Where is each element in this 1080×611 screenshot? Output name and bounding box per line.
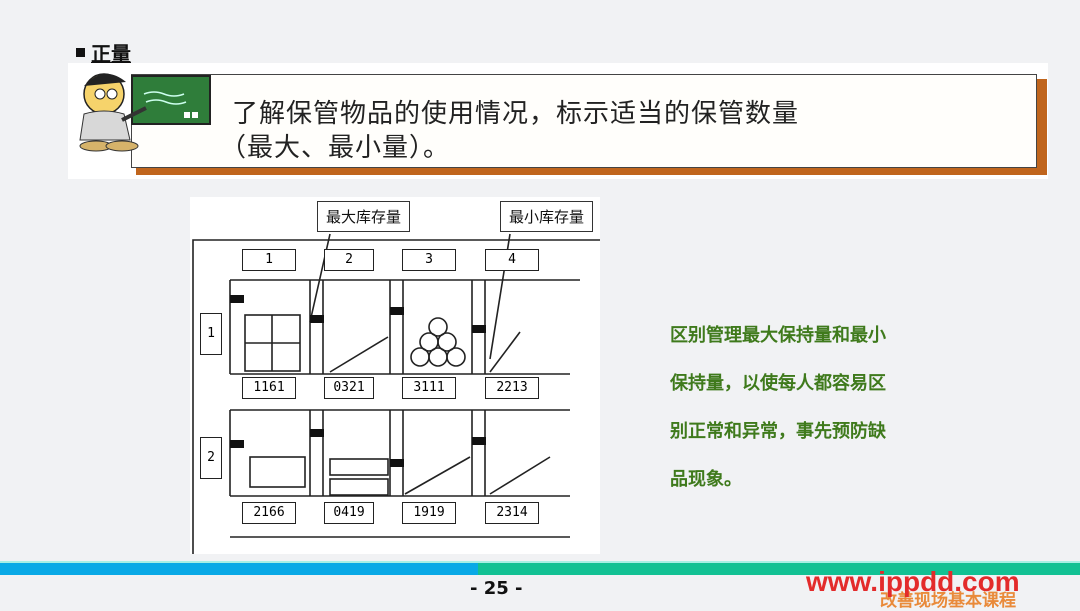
callout-box: 了解保管物品的使用情况，标示适当的保管数量 （最大、最小量）。 (131, 74, 1037, 168)
description-line: 品现象。 (670, 469, 742, 490)
row-label: 1 (200, 313, 222, 355)
watermark: www.ippdd.com (806, 566, 1020, 597)
column-label: 2 (324, 249, 374, 271)
section-heading: 正量 (76, 38, 131, 67)
location-code: 0419 (324, 502, 374, 524)
column-label: 4 (485, 249, 539, 271)
description-line: 区别管理最大保持量和最小 (670, 325, 886, 346)
location-code: 1919 (402, 502, 456, 524)
location-code: 3111 (402, 377, 456, 399)
callout-line-2: （最大、最小量）。 (220, 133, 451, 163)
course-title: 改善现场基本课程 (880, 591, 1016, 611)
column-label: 3 (402, 249, 456, 271)
location-code: 0321 (324, 377, 374, 399)
footer-bar-highlight (0, 561, 1080, 563)
page-number: - 25 - (470, 578, 523, 599)
max-stock-label: 最大库存量 (317, 201, 411, 232)
row-label: 2 (200, 437, 222, 479)
callout-line-1: 了解保管物品的使用情况，标示适当的保管数量 (232, 99, 800, 129)
location-code: 2213 (485, 377, 539, 399)
description-text: 区别管理最大保持量和最小 保持量，以使每人都容易区 别正常和异常，事先预防缺 品… (670, 312, 930, 504)
location-code: 2166 (242, 502, 296, 524)
location-code: 2314 (485, 502, 539, 524)
min-stock-label: 最小库存量 (500, 201, 594, 232)
location-code: 1161 (242, 377, 296, 399)
shelf-drawing (192, 233, 600, 554)
section-title: 正量 (91, 42, 131, 66)
description-line: 别正常和异常，事先预防缺 (670, 421, 886, 442)
column-label: 1 (242, 249, 296, 271)
teacher-with-blackboard-icon (79, 73, 211, 152)
shelf-diagram: 最大库存量 最小库存量 1 2 3 4 1 2 1161 0321 3111 2… (190, 197, 600, 554)
footer-bar-green (478, 563, 1080, 575)
square-bullet-icon (76, 48, 85, 57)
footer-bar-blue (0, 563, 478, 575)
description-line: 保持量，以使每人都容易区 (670, 373, 886, 394)
